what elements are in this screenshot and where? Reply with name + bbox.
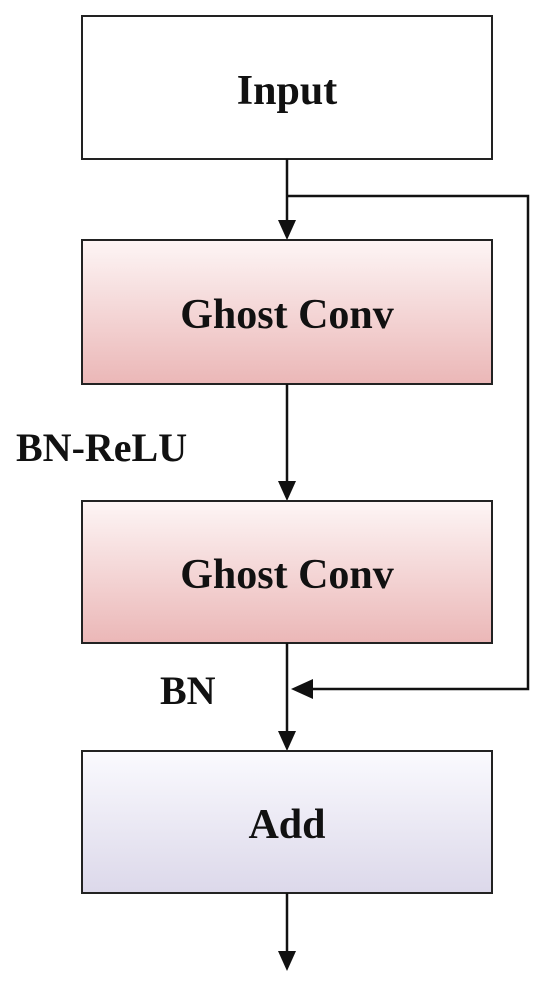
skip-connection-line bbox=[287, 194, 530, 691]
skip-connection-arrowhead bbox=[291, 679, 313, 699]
input-label: Input bbox=[237, 68, 337, 114]
ghost-conv-node-1: Ghost Conv bbox=[81, 239, 493, 385]
arrowhead bbox=[278, 481, 296, 501]
add-box bbox=[81, 750, 493, 894]
add-node: Add bbox=[81, 750, 493, 894]
input-box bbox=[81, 15, 493, 160]
add-label: Add bbox=[248, 802, 325, 848]
ghost-conv-node-2: Ghost Conv bbox=[81, 500, 493, 644]
skip-connection bbox=[287, 194, 530, 699]
arrowhead bbox=[278, 731, 296, 751]
bn-label: BN bbox=[160, 668, 216, 713]
edge-ghost-conv-2-to-add bbox=[278, 643, 296, 751]
ghost-conv-label-2: Ghost Conv bbox=[180, 552, 394, 598]
arrowhead bbox=[278, 220, 296, 240]
ghost-conv-box-2 bbox=[81, 500, 493, 644]
input-node: Input bbox=[81, 15, 493, 160]
output-arrowhead bbox=[278, 951, 296, 971]
edge-ghost-conv-1-to-ghost-conv-2 bbox=[278, 384, 296, 501]
bn-relu-label: BN-ReLU bbox=[16, 425, 187, 470]
ghost-conv-label-1: Ghost Conv bbox=[180, 292, 394, 338]
edge-input-to-ghost-conv-1 bbox=[278, 159, 296, 240]
ghost-conv-box-1 bbox=[81, 239, 493, 385]
output-edge bbox=[278, 893, 296, 971]
